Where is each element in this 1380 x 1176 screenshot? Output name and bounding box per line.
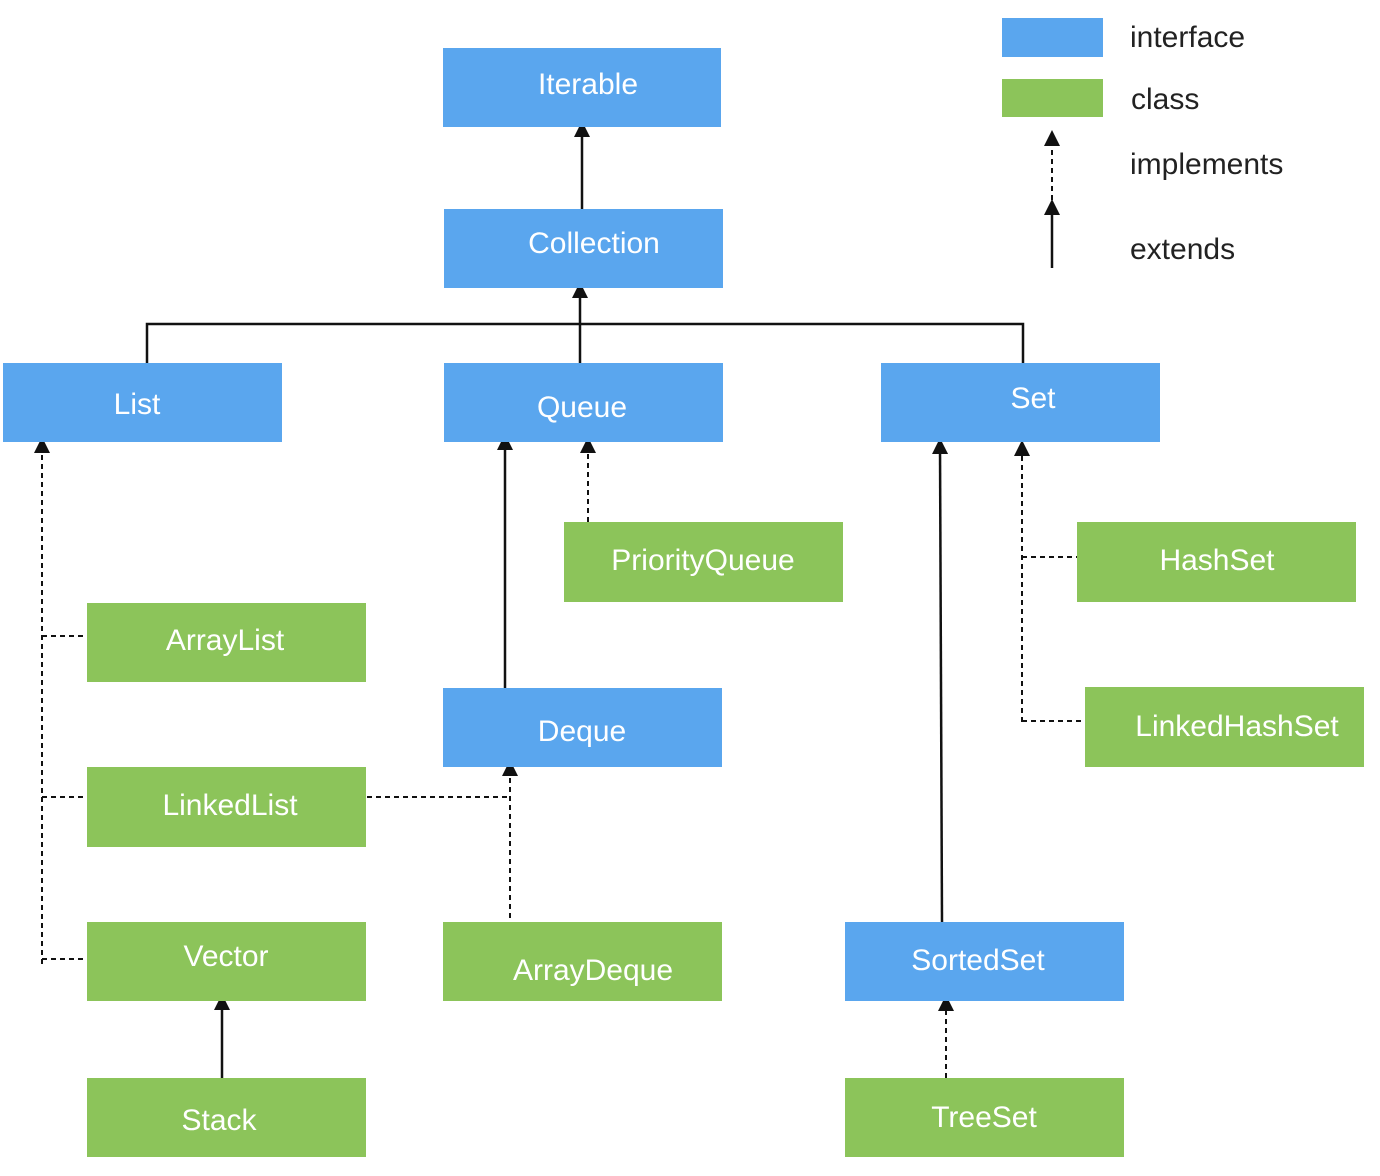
- node-arraydeque-box: [443, 922, 722, 1001]
- edge-sortedset-set: [932, 438, 949, 924]
- node-list-label: List: [114, 388, 161, 421]
- legend-class-label: class: [1131, 83, 1199, 116]
- node-queue-box: [444, 363, 723, 442]
- node-treeset: TreeSet: [845, 1078, 1124, 1157]
- node-stack: Stack: [87, 1078, 366, 1157]
- edge-list-set-bracket: [145, 322, 1025, 363]
- legend-implements-label: implements: [1130, 148, 1283, 181]
- legend-class-swatch: [1002, 79, 1103, 117]
- node-linkedhashset: LinkedHashSet: [1085, 687, 1364, 767]
- node-hashset: HashSet: [1077, 522, 1356, 602]
- node-sortedset: SortedSet: [845, 922, 1124, 1001]
- node-iterable-box: [443, 48, 721, 127]
- nodes: Iterable Collection List Queue Set Prior…: [3, 48, 1364, 1157]
- node-deque: Deque: [443, 688, 722, 767]
- legend: interface class implements extends: [1002, 18, 1283, 268]
- node-linkedlist-label: LinkedList: [162, 789, 298, 822]
- node-list-box: [3, 363, 282, 442]
- node-arraydeque: ArrayDeque: [443, 922, 722, 1001]
- node-iterable: Iterable: [443, 48, 721, 127]
- node-treeset-box: [845, 1078, 1124, 1157]
- node-queue-label: Queue: [537, 391, 627, 424]
- node-priorityqueue-label: PriorityQueue: [611, 544, 794, 577]
- node-iterable-label: Iterable: [538, 68, 638, 101]
- node-sortedset-box: [845, 922, 1124, 1001]
- legend-extends-label: extends: [1130, 233, 1235, 266]
- legend-interface-label: interface: [1130, 21, 1245, 54]
- node-linkedhashset-box: [1085, 687, 1364, 767]
- node-collection: Collection: [444, 209, 723, 288]
- node-sortedset-label: SortedSet: [911, 944, 1045, 977]
- node-queue: Queue: [444, 363, 723, 442]
- node-collection-label: Collection: [528, 227, 660, 260]
- node-arraylist: ArrayList: [87, 603, 366, 682]
- node-vector-label: Vector: [183, 940, 268, 973]
- node-deque-box: [443, 688, 722, 767]
- node-hashset-box: [1077, 522, 1356, 602]
- node-stack-box: [87, 1078, 366, 1157]
- node-list: List: [3, 363, 282, 442]
- node-hashset-label: HashSet: [1159, 544, 1275, 577]
- node-treeset-label: TreeSet: [931, 1101, 1037, 1134]
- node-linkedhashset-label: LinkedHashSet: [1135, 710, 1339, 743]
- node-linkedlist-box: [87, 767, 366, 847]
- legend-interface-swatch: [1002, 18, 1103, 57]
- node-linkedlist: LinkedList: [87, 767, 366, 847]
- node-set-box: [881, 363, 1160, 442]
- node-priorityqueue-box: [564, 522, 843, 602]
- node-set: Set: [881, 363, 1160, 442]
- edges: [34, 121, 1085, 1078]
- node-vector-box: [87, 922, 366, 1001]
- node-collection-box: [444, 209, 723, 288]
- node-stack-label: Stack: [181, 1104, 257, 1137]
- node-deque-label: Deque: [538, 715, 626, 748]
- node-arraydeque-label: ArrayDeque: [513, 954, 673, 987]
- node-arraylist-label: ArrayList: [166, 624, 285, 657]
- node-vector: Vector: [87, 922, 366, 1001]
- node-priorityqueue: PriorityQueue: [564, 522, 843, 602]
- node-set-label: Set: [1010, 382, 1056, 415]
- node-arraylist-box: [87, 603, 366, 682]
